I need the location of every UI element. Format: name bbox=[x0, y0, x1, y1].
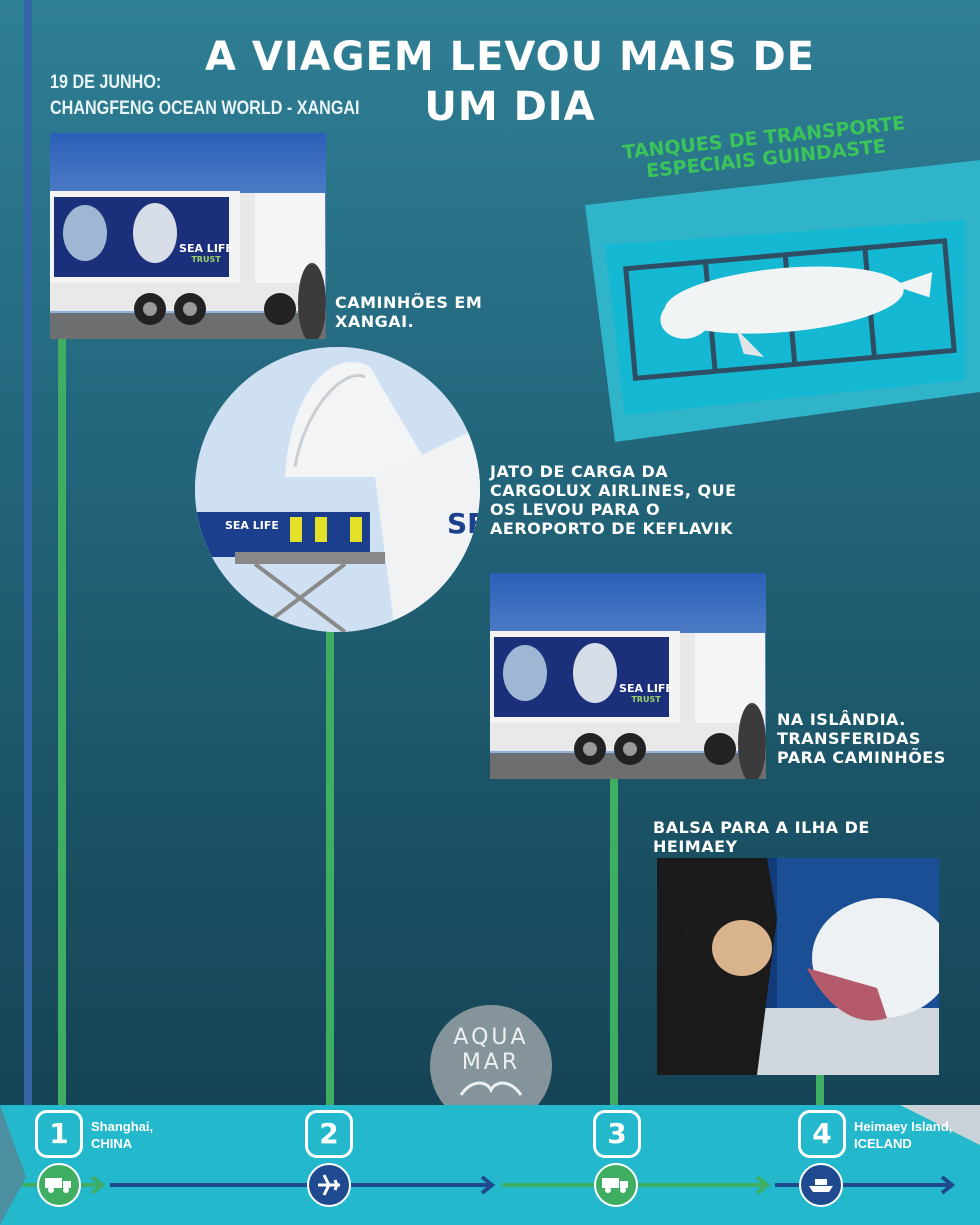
logo-line-1: AQUA bbox=[453, 1025, 529, 1050]
truck-illustration bbox=[50, 133, 326, 339]
step-number-2: 2 bbox=[305, 1110, 353, 1158]
wave-icon bbox=[459, 1081, 523, 1096]
tank-svg bbox=[585, 160, 980, 442]
date-label: 19 DE JUNHO: CHANGFENG OCEAN WORLD - XAN… bbox=[50, 70, 360, 122]
truck-icon bbox=[37, 1163, 81, 1207]
step-place-4: Heimaey Island, ICELAND bbox=[854, 1118, 952, 1152]
timeline-line-4 bbox=[816, 1072, 824, 1110]
step-4-place-line-1: Heimaey Island, bbox=[854, 1119, 953, 1134]
truck-illustration-2 bbox=[490, 573, 766, 779]
airplane-glyph bbox=[318, 1174, 340, 1196]
step-4-place-line-2: ICELAND bbox=[854, 1136, 912, 1151]
truck-photo-iceland: SEA LIFE TRUST bbox=[490, 573, 766, 779]
brand2-line-2: TRUST bbox=[631, 695, 661, 704]
truck-brand-1: SEA LIFE TRUST bbox=[176, 243, 236, 265]
step-number-1: 1 bbox=[35, 1110, 83, 1158]
truck-glyph bbox=[45, 1178, 71, 1193]
beluga-photo bbox=[657, 858, 939, 1075]
jet-brand: SEA LIFE bbox=[225, 519, 279, 532]
caption-iceland-trucks: NA ISLÂNDIA. TRANSFERIDAS PARA CAMINHÕES bbox=[777, 710, 946, 767]
beluga-illustration bbox=[657, 858, 939, 1075]
truck-icon-2 bbox=[594, 1163, 638, 1207]
logo-line-2: MAR bbox=[461, 1050, 521, 1075]
airplane-icon bbox=[307, 1163, 351, 1207]
truck-glyph-2 bbox=[602, 1178, 628, 1193]
plane-lettering: SE bbox=[447, 507, 480, 540]
date-line-1: 19 DE JUNHO: bbox=[50, 72, 162, 93]
step-number-3: 3 bbox=[593, 1110, 641, 1158]
timeline-line-2 bbox=[326, 628, 334, 1110]
truck-photo-shanghai: SEA LIFE TRUST bbox=[50, 133, 326, 339]
timeline-line-1 bbox=[58, 335, 66, 1110]
truck-brand-2: SEA LIFE TRUST bbox=[616, 683, 676, 705]
cargo-jet-photo: SEA LIFE SE bbox=[195, 347, 480, 632]
jet-illustration bbox=[195, 347, 480, 632]
step-number-4: 4 bbox=[798, 1110, 846, 1158]
ship-glyph bbox=[809, 1179, 833, 1192]
brand2-line-1: SEA LIFE bbox=[619, 682, 673, 695]
page-title: A VIAGEM LEVOU MAIS DE UM DIA bbox=[205, 34, 815, 130]
step-place-1: Shanghai, CHINA bbox=[91, 1118, 153, 1152]
step-1-place-line-2: CHINA bbox=[91, 1136, 133, 1151]
caption-cargo-jet: JATO DE CARGA DA CARGOLUX AIRLINES, QUE … bbox=[490, 462, 737, 538]
date-line-2: CHANGFENG OCEAN WORLD - XANGAI bbox=[50, 98, 360, 119]
caption-trucks-shanghai: CAMINHÕES EM XANGAI. bbox=[335, 293, 483, 331]
timeline-line-3 bbox=[610, 775, 618, 1110]
caption-ferry: BALSA PARA A ILHA DE HEIMAEY bbox=[653, 818, 870, 856]
brand-line-2: TRUST bbox=[191, 255, 221, 264]
transport-tank-illustration bbox=[585, 160, 980, 442]
left-stripe bbox=[24, 0, 32, 1105]
brand-line-1: SEA LIFE bbox=[179, 242, 233, 255]
ship-icon bbox=[799, 1163, 843, 1207]
step-1-place-line-1: Shanghai, bbox=[91, 1119, 154, 1134]
